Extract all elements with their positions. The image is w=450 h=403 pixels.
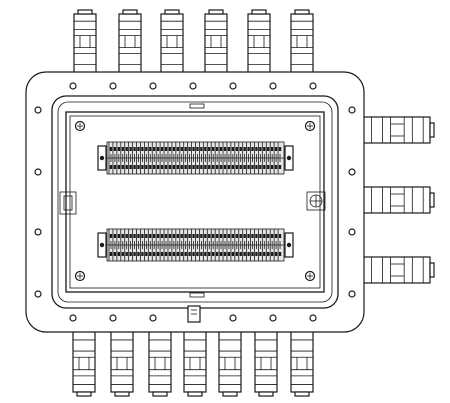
cable-gland [290,9,314,75]
cable-gland [160,9,184,75]
drain-plug [187,305,201,323]
mounting-screw [74,120,86,132]
flange-bolt [34,290,42,298]
earth-terminal [306,191,326,211]
mounting-screw [74,270,86,282]
flange-bolt [269,314,277,322]
mounting-screws [74,120,316,282]
flange-bolt [69,314,77,322]
flange-bolt [309,82,317,90]
flange-bolt [109,82,117,90]
flange-bolt [149,82,157,90]
cable-gland [73,9,97,75]
top-cable-glands [73,9,314,75]
cable-gland [254,329,278,397]
cable-gland [72,329,96,397]
flange-bolt [229,82,237,90]
mounting-screw [304,120,316,132]
mounting-plate-inner [69,115,321,289]
cable-gland [361,256,435,284]
cable-gland [118,9,142,75]
flange-bolt [34,106,42,114]
cable-gland [218,329,242,397]
cable-gland [204,9,228,75]
flange-bolt [348,228,356,236]
cable-gland [183,329,207,397]
enclosure-cover-inner [57,101,333,303]
flange-bolt [189,82,197,90]
cable-gland [247,9,271,75]
flange-bolt [69,82,77,90]
cable-gland [110,329,134,397]
flange-bolt [348,106,356,114]
mounting-screw [304,270,316,282]
bottom-inner-tab [189,292,205,298]
right-cable-glands [361,116,435,284]
flange-bolt [109,314,117,322]
ground-bracket [59,191,77,215]
flange-bolt [269,82,277,90]
flange-bolt [348,168,356,176]
top-inner-tab [189,103,205,109]
flange-bolt [309,314,317,322]
cable-gland [361,186,435,214]
cable-gland [361,116,435,144]
terminal-strip-bottom [97,228,294,262]
enclosure-flange [25,71,365,333]
flange-bolt [34,168,42,176]
cable-gland [290,329,314,397]
flange-bolt [149,314,157,322]
mounting-plate [65,111,325,293]
flange-bolt [348,290,356,298]
terminal-strip-top [97,141,294,175]
cable-gland [148,329,172,397]
bottom-cable-glands [72,329,314,397]
flange-bolt [229,314,237,322]
flange-bolt [34,228,42,236]
